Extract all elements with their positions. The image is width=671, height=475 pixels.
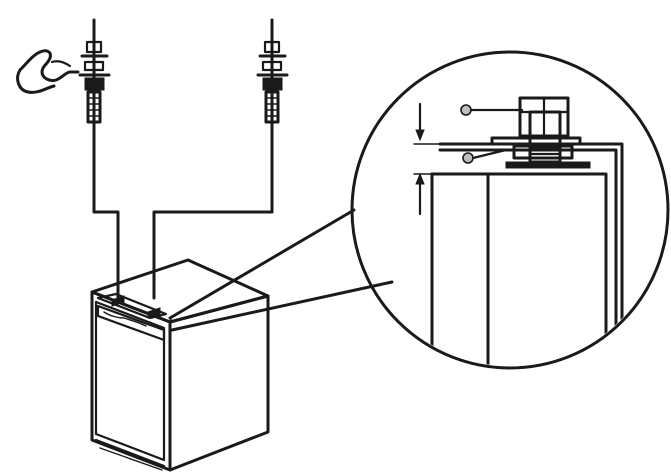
callout-marker-upper-icon <box>460 104 524 116</box>
right-bolt-nut-icon <box>256 18 289 127</box>
magnifier-circle-icon <box>350 50 670 370</box>
appliance-icon <box>90 258 270 472</box>
magnifier-connectors <box>168 208 394 332</box>
callout-marker-lower-icon <box>462 148 508 164</box>
left-bolt-nut-icon <box>78 18 111 127</box>
wrench-hand-icon <box>16 49 80 94</box>
leader-lines <box>92 123 274 300</box>
